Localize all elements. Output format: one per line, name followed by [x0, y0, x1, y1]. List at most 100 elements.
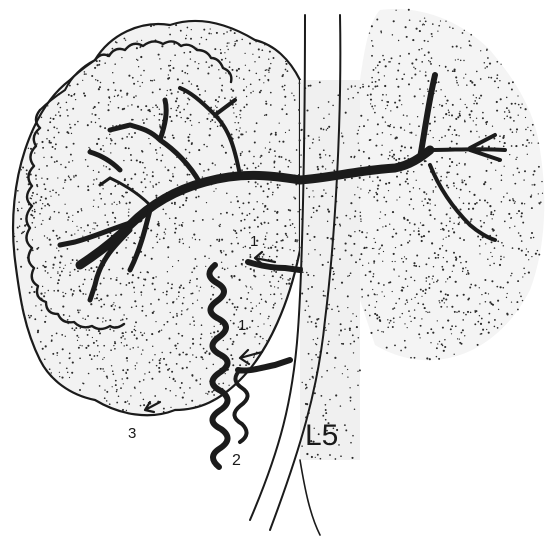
stipple-dot: [463, 203, 465, 205]
stipple-dot: [174, 232, 176, 234]
stipple-dot: [434, 121, 435, 122]
stipple-dot: [306, 453, 308, 455]
stipple-dot: [135, 330, 136, 331]
stipple-dot: [265, 236, 266, 237]
stipple-dot: [34, 209, 35, 210]
stipple-dot: [172, 135, 174, 137]
stipple-dot: [445, 298, 447, 300]
stipple-dot: [358, 142, 359, 143]
stipple-dot: [119, 201, 120, 202]
stipple-dot: [213, 331, 215, 333]
stipple-dot: [78, 337, 79, 338]
stipple-dot: [89, 232, 91, 234]
stipple-dot: [91, 279, 92, 280]
stipple-dot: [28, 315, 29, 316]
stipple-dot: [187, 174, 189, 176]
stipple-dot: [359, 197, 361, 199]
stipple-dot: [82, 236, 83, 237]
stipple-dot: [432, 332, 434, 334]
stipple-dot: [496, 61, 498, 63]
stipple-dot: [282, 141, 284, 143]
stipple-dot: [302, 382, 303, 383]
stipple-dot: [59, 372, 60, 373]
stipple-dot: [507, 314, 508, 315]
stipple-dot: [76, 335, 78, 337]
stipple-dot: [218, 69, 219, 70]
stipple-dot: [252, 54, 253, 55]
stipple-dot: [35, 174, 37, 176]
stipple-dot: [460, 189, 462, 191]
stipple-dot: [146, 174, 148, 176]
stipple-dot: [113, 302, 114, 303]
stipple-dot: [465, 314, 467, 316]
stipple-dot: [308, 135, 310, 137]
stipple-dot: [98, 138, 100, 140]
stipple-dot: [499, 141, 500, 142]
stipple-dot: [232, 358, 234, 360]
stipple-dot: [376, 314, 378, 316]
stipple-dot: [406, 299, 408, 301]
stipple-dot: [421, 61, 423, 63]
stipple-dot: [398, 158, 400, 160]
stipple-dot: [273, 304, 275, 306]
stipple-dot: [477, 321, 479, 323]
stipple-dot: [60, 107, 62, 109]
stipple-dot: [260, 313, 261, 314]
stipple-dot: [493, 229, 495, 231]
stipple-dot: [179, 241, 181, 243]
stipple-dot: [340, 405, 341, 406]
stipple-dot: [462, 319, 464, 321]
stipple-dot: [236, 196, 237, 197]
stipple-dot: [492, 218, 493, 219]
stipple-dot: [426, 357, 428, 359]
stipple-dot: [239, 279, 241, 281]
stipple-dot: [388, 61, 390, 63]
stipple-dot: [112, 72, 113, 73]
stipple-dot: [278, 156, 280, 158]
stipple-dot: [72, 215, 73, 216]
stipple-dot: [143, 399, 145, 401]
stipple-dot: [474, 203, 476, 205]
stipple-dot: [263, 275, 264, 276]
stipple-dot: [57, 290, 59, 292]
stipple-dot: [240, 230, 242, 232]
stipple-dot: [502, 137, 504, 139]
stipple-dot: [458, 223, 460, 225]
stipple-dot: [133, 96, 135, 98]
stipple-dot: [71, 133, 72, 134]
stipple-dot: [499, 264, 501, 266]
stipple-dot: [513, 174, 514, 175]
stipple-dot: [170, 352, 172, 354]
stipple-dot: [341, 132, 342, 133]
stipple-dot: [123, 196, 125, 198]
stipple-dot: [115, 380, 117, 382]
stipple-dot: [475, 124, 476, 125]
stipple-dot: [165, 388, 167, 390]
stipple-dot: [246, 298, 248, 300]
stipple-dot: [195, 196, 197, 198]
stipple-dot: [256, 305, 257, 306]
stipple-dot: [65, 146, 67, 148]
stipple-dot: [514, 202, 515, 203]
stipple-dot: [234, 32, 236, 34]
stipple-dot: [264, 115, 265, 116]
stipple-dot: [514, 103, 516, 105]
stipple-dot: [457, 59, 458, 60]
stipple-dot: [456, 80, 457, 81]
stipple-dot: [513, 120, 515, 122]
stipple-dot: [137, 59, 139, 61]
stipple-dot: [276, 212, 278, 214]
stipple-dot: [503, 245, 505, 247]
stipple-dot: [424, 307, 426, 309]
stipple-dot: [516, 301, 518, 303]
stipple-dot: [166, 303, 167, 304]
stipple-dot: [293, 95, 294, 96]
stipple-dot: [432, 275, 434, 277]
stipple-dot: [179, 239, 181, 241]
stipple-dot: [451, 114, 453, 116]
stipple-dot: [465, 183, 467, 185]
stipple-dot: [137, 277, 139, 279]
stipple-dot: [476, 102, 478, 104]
stipple-dot: [47, 272, 49, 274]
stipple-dot: [178, 291, 180, 293]
